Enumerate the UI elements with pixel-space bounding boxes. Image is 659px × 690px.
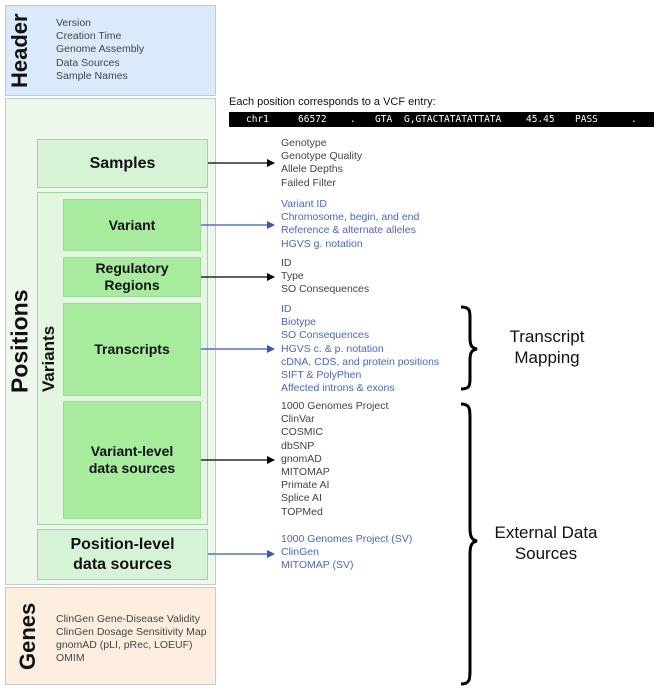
variant-level-list-item: 1000 Genomes Project — [281, 400, 389, 412]
position-level-list: 1000 Genomes Project (SV) ClinGen MITOMA… — [281, 533, 412, 573]
samples-box — [37, 139, 208, 188]
vcf-field: 45.45 — [526, 114, 555, 125]
regulatory-list: ID Type SO Consequences — [281, 257, 369, 297]
variant-list-item: Reference & alternate alleles — [281, 224, 416, 237]
regulatory-list-item: ID — [281, 257, 292, 269]
header-item: Version — [56, 17, 92, 29]
samples-list-item: Genotype Quality — [281, 150, 363, 163]
transcripts-list-item: SO Consequences — [281, 329, 370, 342]
variant-level-list-item: COSMIC — [281, 426, 323, 439]
variant-level-box — [63, 401, 201, 519]
transcript-mapping-bracket — [460, 305, 478, 391]
vcf-field: chr1 — [246, 114, 269, 125]
header-section — [5, 5, 216, 96]
variant-level-label: Variant-level data sources — [88, 443, 176, 476]
regulatory-list-item: SO Consequences — [281, 283, 370, 296]
samples-list-item: Failed Filter — [281, 176, 336, 189]
vcf-field: . — [631, 114, 637, 125]
genes-items: ClinGen Gene-Disease Validity ClinGen Do… — [56, 613, 207, 665]
header-items: Version Creation Time Genome Assembly Da… — [56, 17, 144, 83]
external-sources-label: External Data Sources — [494, 523, 598, 563]
transcripts-list-item: HGVS c. & p. notation — [281, 342, 384, 355]
position-level-label: Position-level data sources — [70, 535, 175, 573]
header-item: Genome Assembly — [56, 43, 145, 56]
regulatory-box — [63, 257, 201, 297]
vcf-field: 66572 — [298, 114, 327, 125]
header-item: Sample Names — [56, 69, 128, 82]
vcf-field: . — [350, 114, 356, 125]
samples-list: Genotype Genotype Quality Allele Depths … — [281, 137, 362, 190]
samples-label: Samples — [89, 155, 156, 172]
variant-level-list-item: dbSNP — [281, 439, 315, 452]
variant-level-list-item: gnomAD — [281, 452, 322, 465]
variant-list-item: Variant ID — [281, 198, 327, 210]
vcf-caption: Each position corresponds to a VCF entry… — [229, 96, 436, 108]
vcf-entry: chr1 66572 . GTA G,GTACTATATATTATA 45.45… — [229, 112, 654, 127]
variant-list-item: Chromosome, begin, and end — [281, 211, 420, 224]
vcf-field: G,GTACTATATATTATA — [404, 114, 502, 125]
transcripts-list-item: cDNA, CDS, and protein positions — [281, 355, 440, 368]
samples-list-item: Genotype — [281, 137, 327, 149]
genes-item: ClinGen Dosage Sensitivity Map — [56, 626, 207, 638]
header-item: Data Sources — [56, 56, 120, 69]
vcf-field: PASS — [575, 114, 598, 125]
variant-level-list: 1000 Genomes Project ClinVar COSMIC dbSN… — [281, 400, 388, 519]
variant-level-list-item: ClinVar — [281, 413, 315, 426]
variant-level-list-item: Primate AI — [281, 479, 330, 492]
transcripts-list-item: Biotype — [281, 316, 317, 329]
regulatory-list-item: Type — [281, 270, 304, 283]
samples-list-item: Allele Depths — [281, 163, 343, 176]
transcripts-list: ID Biotype SO Consequences HGVS c. & p. … — [281, 303, 439, 395]
transcripts-list-item: SIFT & PolyPhen — [281, 369, 362, 382]
genes-section — [5, 587, 216, 685]
position-level-box — [37, 529, 208, 580]
transcripts-box — [63, 303, 201, 396]
position-level-list-item: MITOMAP (SV) — [281, 559, 354, 572]
variant-level-list-item: TOPMed — [281, 505, 323, 518]
transcripts-label: Transcripts — [94, 341, 170, 357]
transcripts-list-item: ID — [281, 303, 292, 315]
genes-item: gnomAD (pLI, pRec, LOEUF) — [56, 639, 193, 651]
regulatory-label: Regulatory Regions — [95, 260, 169, 293]
variant-box — [63, 199, 201, 251]
external-sources-bracket — [460, 402, 478, 686]
variant-list-item: HGVS g. notation — [281, 237, 363, 250]
variant-level-list-item: Splice AI — [281, 492, 322, 505]
header-item: Creation Time — [56, 30, 122, 43]
genes-item: OMIM — [56, 652, 85, 664]
genes-item: ClinGen Gene-Disease Validity — [56, 613, 200, 625]
transcripts-list-item: Affected introns & exons — [281, 382, 395, 395]
position-level-list-item: 1000 Genomes Project (SV) — [281, 533, 413, 545]
position-level-list-item: ClinGen — [281, 546, 319, 559]
transcript-mapping-label: Transcript Mapping — [509, 327, 585, 367]
variant-label: Variant — [108, 216, 156, 233]
vcf-field: GTA — [375, 114, 393, 125]
variant-list: Variant ID Chromosome, begin, and end Re… — [281, 198, 419, 251]
variant-level-list-item: MITOMAP — [281, 466, 330, 479]
